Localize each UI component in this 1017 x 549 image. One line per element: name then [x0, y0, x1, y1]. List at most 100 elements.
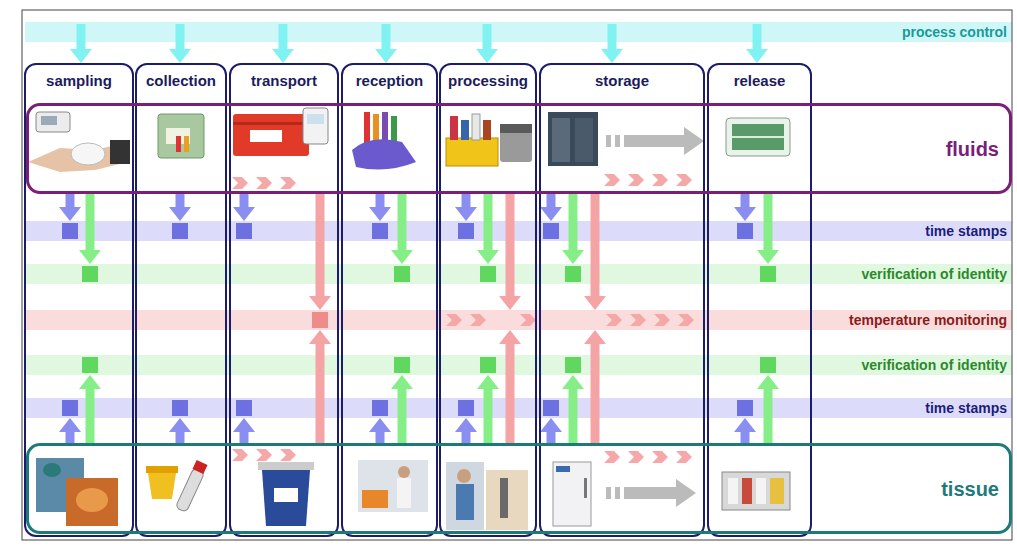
- check-square: [565, 357, 581, 373]
- sampling-surgery-photo: [43, 463, 61, 477]
- processing-reagents-photo: [446, 138, 498, 166]
- processing-reagents-photo: [446, 114, 532, 166]
- processing-reagents-photo: [461, 120, 469, 140]
- storage-freezer-photo: [606, 487, 611, 499]
- temperature-chevrons: [470, 314, 486, 326]
- check-square: [312, 312, 328, 328]
- flow-arrow: [316, 344, 325, 443]
- transport-bucket-photo: [258, 462, 314, 526]
- collection-bag-photo: [158, 114, 204, 158]
- release-tube-box-photo: [732, 124, 784, 150]
- flow-arrow: [484, 389, 493, 443]
- band-label: time stamps: [925, 400, 1007, 417]
- band-fill: [25, 264, 1012, 284]
- group-label: tissue: [941, 477, 999, 501]
- processing-lab-photo: [446, 462, 528, 530]
- flow-arrow: [569, 389, 578, 443]
- stage-column: collection: [135, 63, 227, 537]
- sample-group: fluids: [26, 103, 1012, 194]
- reception-lab-photo: [398, 466, 410, 478]
- transport-box-photo: [303, 108, 328, 144]
- stage-column: processing: [439, 63, 537, 537]
- storage-racks-photo: [615, 135, 620, 147]
- stage-column: storage: [539, 63, 705, 537]
- flow-arrow: [86, 389, 95, 443]
- flow-arrow: [591, 344, 600, 443]
- column-title: collection: [146, 72, 216, 90]
- check-square: [480, 357, 496, 373]
- processing-reagents-photo: [472, 114, 480, 140]
- temperature-chevrons: [232, 177, 248, 189]
- transport-bucket-photo: [258, 462, 314, 470]
- temperature-chevrons: [652, 451, 668, 463]
- transport-box-photo: [307, 114, 324, 124]
- processing-lab-photo: [500, 478, 508, 518]
- transport-box-photo: [233, 108, 328, 156]
- temperature-chevrons: [232, 174, 694, 463]
- reception-lab-photo: [358, 460, 428, 512]
- processing-lab-photo: [457, 469, 471, 483]
- check-square: [172, 400, 188, 416]
- processing-lab-photo: [486, 470, 528, 530]
- flow-arrow: [506, 344, 515, 443]
- release-slide-box-photo: [722, 472, 790, 510]
- storage-racks-photo: [548, 112, 598, 166]
- collection-bag-photo: [176, 136, 181, 152]
- identity-band: verification of identity: [25, 264, 1012, 284]
- processing-lab-photo: [456, 484, 474, 520]
- processing-reagents-photo: [450, 116, 458, 140]
- stage-column: sampling: [24, 63, 134, 537]
- check-square: [172, 223, 188, 239]
- flow-arrow: [591, 194, 600, 296]
- sampling-surgery-photo: [66, 478, 118, 526]
- temperature-chevrons: [256, 449, 272, 461]
- flow-arrow: [77, 24, 86, 49]
- flow-arrow: [86, 194, 95, 250]
- band-fill: [25, 355, 1012, 375]
- flow-arrow: [176, 432, 185, 443]
- check-square: [458, 223, 474, 239]
- band-label: verification of identity: [862, 266, 1007, 283]
- release-slide-box-photo: [728, 478, 738, 504]
- check-square: [760, 357, 776, 373]
- outer-frame: [22, 10, 1012, 540]
- temperature-chevrons: [676, 451, 692, 463]
- check-square: [62, 400, 78, 416]
- flow-arrow: [279, 24, 288, 49]
- temperature-chevrons: [520, 314, 536, 326]
- flow-arrow: [608, 24, 617, 49]
- band-fill: [25, 22, 1012, 42]
- timestamp-band: time stamps: [25, 398, 1012, 418]
- collection-container-photo: [192, 460, 207, 474]
- reception-lab-photo: [397, 478, 411, 508]
- flow-arrow: [506, 194, 515, 296]
- column-title: storage: [595, 72, 649, 90]
- flow-arrow: [741, 194, 750, 207]
- check-square: [236, 223, 252, 239]
- reception-tubes-photo: [382, 112, 388, 144]
- collection-bag-photo: [158, 114, 204, 158]
- temperature-chevrons: [678, 314, 694, 326]
- flow-arrow: [483, 24, 492, 49]
- collection-container-photo: [146, 466, 178, 473]
- column-title: reception: [356, 72, 424, 90]
- release-slide-box-photo: [756, 478, 766, 504]
- storage-freezer-photo: [615, 487, 620, 499]
- temperature-chevrons: [628, 451, 644, 463]
- release-slide-box-photo: [722, 472, 790, 510]
- sample-group: tissue: [26, 443, 1012, 534]
- storage-freezer-photo: [553, 462, 591, 526]
- processing-lab-photo: [446, 462, 484, 530]
- check-square: [82, 266, 98, 282]
- temperature-chevrons: [676, 174, 692, 186]
- flow-arrow: [398, 194, 407, 250]
- temperature-chevrons: [280, 177, 296, 189]
- temperature-chevrons: [654, 314, 670, 326]
- reception-tubes-photo: [352, 112, 416, 170]
- flow-arrow: [240, 432, 249, 443]
- sampling-fluid-photo: [110, 140, 130, 164]
- check-square: [82, 357, 98, 373]
- band-label: process control: [902, 24, 1007, 41]
- release-tube-box-photo: [726, 118, 790, 156]
